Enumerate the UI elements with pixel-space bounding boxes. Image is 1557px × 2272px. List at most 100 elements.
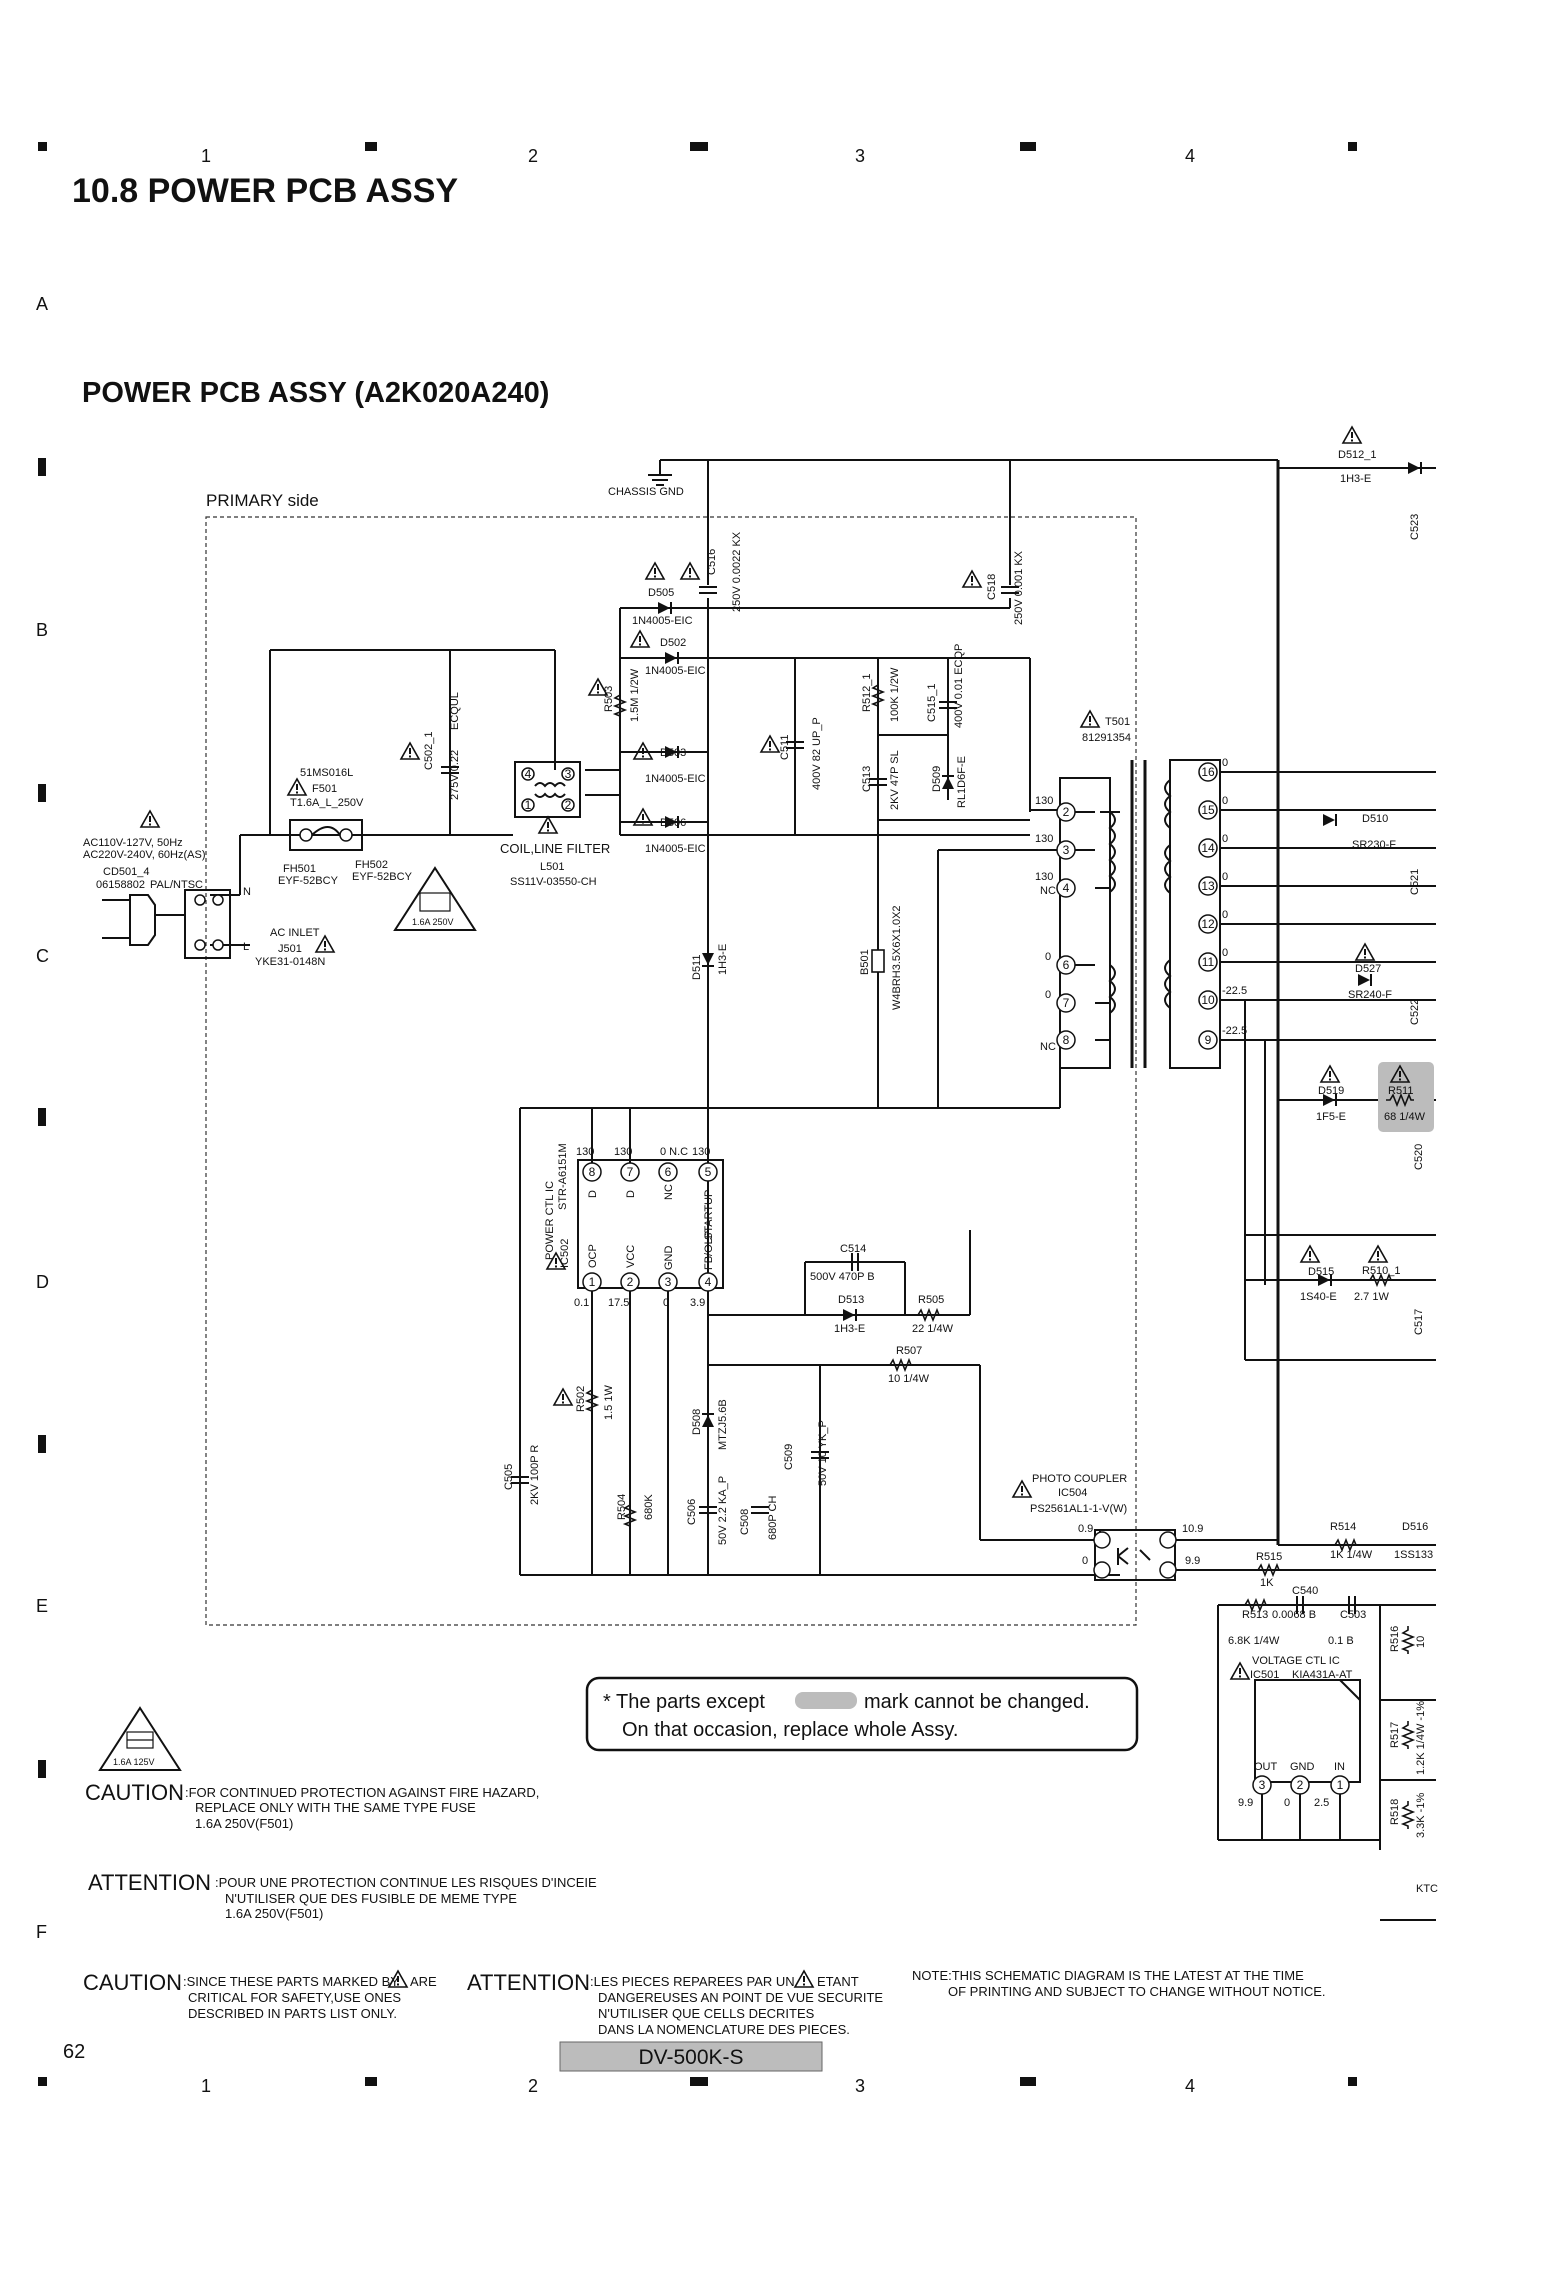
- c506-value: 50V 2.2 KA_P: [717, 1476, 729, 1545]
- diode-d505: [657, 601, 672, 615]
- photocoupler-ref: IC504: [1058, 1487, 1087, 1499]
- svg-text:3: 3: [665, 1275, 672, 1289]
- safety-warning-icon: [287, 778, 307, 796]
- r507-ref: R507: [896, 1345, 922, 1357]
- safety-warning-icon: [794, 1970, 814, 1988]
- svg-text:4: 4: [1063, 881, 1070, 895]
- photocoupler-name: PHOTO COUPLER: [1032, 1473, 1127, 1485]
- safety-warning-icon: [645, 562, 665, 580]
- svg-text:2: 2: [1063, 805, 1070, 819]
- r518-value: 3.3K -1%: [1415, 1793, 1427, 1838]
- svg-text:0: 0: [1222, 909, 1228, 921]
- svg-text:VCC: VCC: [625, 1245, 637, 1268]
- svg-text:0: 0: [1222, 757, 1228, 769]
- safety-warning-icon: [962, 570, 982, 588]
- r504-ref: R504: [616, 1494, 628, 1520]
- svg-text:7: 7: [627, 1165, 634, 1179]
- primary-side-label: PRIMARY side: [206, 491, 319, 510]
- c509-ref: C509: [783, 1444, 795, 1470]
- c515-ref: C515_1: [926, 683, 938, 722]
- d506-label: D506: [660, 817, 686, 829]
- photocoupler-pin: [1093, 1561, 1111, 1579]
- c513-value: 2KV 47P SL: [889, 750, 901, 810]
- svg-text:11: 11: [1202, 955, 1215, 969]
- r514-ref: R514: [1330, 1521, 1356, 1533]
- d516-label: D516: [1402, 1521, 1428, 1533]
- attention-fuse-heading: ATTENTION: [88, 1870, 211, 1895]
- voltage-ic-part: KIA431A-AT: [1292, 1669, 1353, 1681]
- svg-text:130: 130: [692, 1146, 710, 1158]
- fuse-symbol-rating: 1.6A 125V: [113, 1757, 155, 1767]
- r513-ref: R513: [1242, 1609, 1268, 1621]
- d511-label: D511: [691, 955, 703, 980]
- svg-text:17.5: 17.5: [608, 1297, 629, 1309]
- svg-text:2.5: 2.5: [1314, 1797, 1329, 1809]
- chassis-gnd-label: CHASSIS GND: [608, 486, 684, 498]
- c505-ref: C505: [503, 1464, 515, 1490]
- svg-text:8: 8: [589, 1165, 596, 1179]
- fuse-symbol: [289, 819, 363, 851]
- t501-ref: T501: [1105, 716, 1130, 728]
- grid-row-e: E: [36, 1596, 48, 1616]
- pin-n-label: N: [243, 886, 251, 898]
- svg-text:130: 130: [1035, 795, 1053, 807]
- svg-text:0: 0: [1045, 989, 1051, 1001]
- safety-warning-icon: [1300, 1245, 1320, 1263]
- svg-text:4: 4: [705, 1275, 712, 1289]
- grid-col-2: 2: [528, 146, 538, 166]
- svg-text:0: 0: [1284, 1797, 1290, 1809]
- d527-label: D527: [1355, 963, 1381, 975]
- bead-b501: [871, 949, 885, 973]
- power-ctl-ic-part: STR-A6151M: [557, 1143, 569, 1210]
- d510-part: SR230-F: [1352, 839, 1396, 851]
- c502-value: 275V 0.22: [449, 750, 461, 800]
- svg-text:130: 130: [576, 1146, 594, 1158]
- fuse-rating: T1.6A_L_250V: [290, 797, 364, 809]
- caution-parts-line1b: ARE: [410, 1974, 437, 1989]
- svg-text:1: 1: [1337, 1778, 1344, 1792]
- cd501-part: 06158802: [96, 879, 145, 891]
- d510-label: D510: [1362, 813, 1388, 825]
- svg-text:2: 2: [1297, 1778, 1304, 1792]
- inlet-voltage-1: AC110V-127V, 50Hz: [83, 837, 183, 849]
- note-line1: NOTE:THIS SCHEMATIC DIAGRAM IS THE LATES…: [912, 1968, 1304, 1983]
- primary-side-box: [205, 516, 1137, 1626]
- c522-label: C522: [1409, 999, 1421, 1025]
- caution-fuse-heading: CAUTION: [85, 1780, 184, 1805]
- r516-value: 10: [1415, 1636, 1427, 1648]
- svg-text:130: 130: [614, 1146, 632, 1158]
- notice-highlight-swatch: [795, 1692, 857, 1709]
- j501-part: YKE31-0148N: [255, 956, 325, 968]
- page-number: 62: [63, 2041, 85, 2063]
- c518-value: 250V 0.001 KX: [1013, 550, 1025, 625]
- power-ctl-ic-name: POWER CTL IC: [544, 1181, 556, 1260]
- l501-part: SS11V-03550-CH: [510, 876, 597, 888]
- r517-value: 1.2K 1/4W -1%: [1415, 1701, 1427, 1775]
- svg-text:7: 7: [1063, 996, 1070, 1010]
- grid-row-d: D: [36, 1272, 49, 1292]
- fh501-part: EYF-52BCY: [278, 875, 339, 887]
- d502-label: D502: [660, 637, 686, 649]
- resistor-r517: [1402, 1720, 1414, 1750]
- transformer-primary-pins: 2 130 3 130 4 130 NC 6 0 7 0 8 NC: [1035, 795, 1076, 1053]
- d509-label: D509: [931, 766, 943, 792]
- c521-label: C521: [1409, 869, 1421, 895]
- coil-name: COIL,LINE FILTER: [500, 841, 610, 856]
- attention-fuse-line2: N'UTILISER QUE DES FUSIBLE DE MEME TYPE: [225, 1891, 517, 1906]
- diode-d512: [1407, 461, 1422, 475]
- r507-value: 10 1/4W: [888, 1373, 930, 1385]
- svg-text:D: D: [625, 1190, 637, 1198]
- c502-ref: C502_1: [423, 731, 435, 770]
- caution-fuse-line1: :FOR CONTINUED PROTECTION AGAINST FIRE H…: [185, 1785, 539, 1800]
- attention-parts-line4: DANS LA NOMENCLATURE DES PIECES.: [598, 2022, 850, 2037]
- model-badge: [559, 2041, 823, 2072]
- j501-label: J501: [278, 943, 302, 955]
- d516-part: 1SS133: [1394, 1549, 1433, 1561]
- c503-value-1: 0.0068 B: [1272, 1609, 1316, 1621]
- c506-ref: C506: [686, 1499, 698, 1525]
- diode-d527: [1357, 973, 1372, 987]
- grid-row-b: B: [36, 620, 48, 640]
- diode-d509: [941, 775, 955, 790]
- fuse-triangle-rating: 1.6A 250V: [412, 917, 454, 927]
- safety-warning-icon: [1342, 426, 1362, 444]
